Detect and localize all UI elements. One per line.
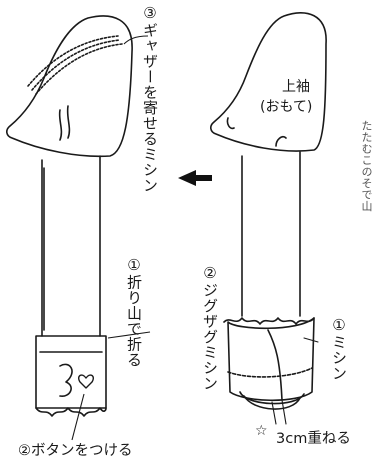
left-sleeve-body: [41, 155, 101, 337]
left-gather-line-1: [27, 35, 119, 87]
stitch-leader: [303, 337, 319, 343]
left-cuff-lace: [59, 363, 73, 397]
left-gather-line-3: [35, 43, 123, 95]
overlap-label: 3cm重ねる: [276, 431, 351, 447]
fold-label: ①折り山で折る: [125, 256, 143, 368]
left-cuff-ruffle: [35, 407, 107, 417]
direction-arrow: [178, 170, 212, 186]
button-leader: [71, 393, 85, 441]
right-sleeve-cap-outline: [210, 12, 327, 152]
overlap-leader-2: [271, 401, 277, 425]
overlap-leader-1: [281, 399, 287, 425]
right-sleeve: [210, 12, 327, 425]
fold-leader: [107, 331, 151, 339]
left-sleeve: [6, 15, 133, 417]
side-margin-text: たたむこのそで山: [361, 120, 372, 212]
left-sleeve-cap-outline: [6, 15, 133, 158]
right-cuff-ruffle-top: [223, 317, 315, 325]
gather-leader: [123, 35, 149, 45]
left-sleeve-tuck: [58, 109, 63, 141]
star-label: ☆: [255, 423, 268, 439]
left-cuff-heart: [77, 374, 95, 389]
right-sleeve-tuck-2: [226, 117, 235, 130]
right-sleeve-body: [241, 151, 301, 317]
stitch-label: ①ミシン: [330, 316, 348, 381]
button-label: ②ボタンをつける: [18, 443, 133, 459]
left-sleeve-tuck-2: [66, 105, 71, 139]
right-sleeve-cuff: [227, 317, 315, 402]
zigzag-label: ②ジグザグミシン: [201, 264, 219, 391]
left-leaders: [71, 35, 151, 441]
sleeve-title-label: 上袖: [282, 79, 310, 95]
left-gather-line-2: [31, 39, 121, 91]
left-sleeve-cuff: [35, 335, 107, 409]
right-cuff-overlap-line: [267, 329, 283, 401]
right-cuff-zigzag-seam: [227, 367, 313, 378]
right-sleeve-tuck: [275, 135, 287, 147]
sleeve-side-label: (おもて): [260, 99, 313, 115]
gather-stitch-label: ③ギャザーを寄せるミシン: [141, 4, 159, 193]
